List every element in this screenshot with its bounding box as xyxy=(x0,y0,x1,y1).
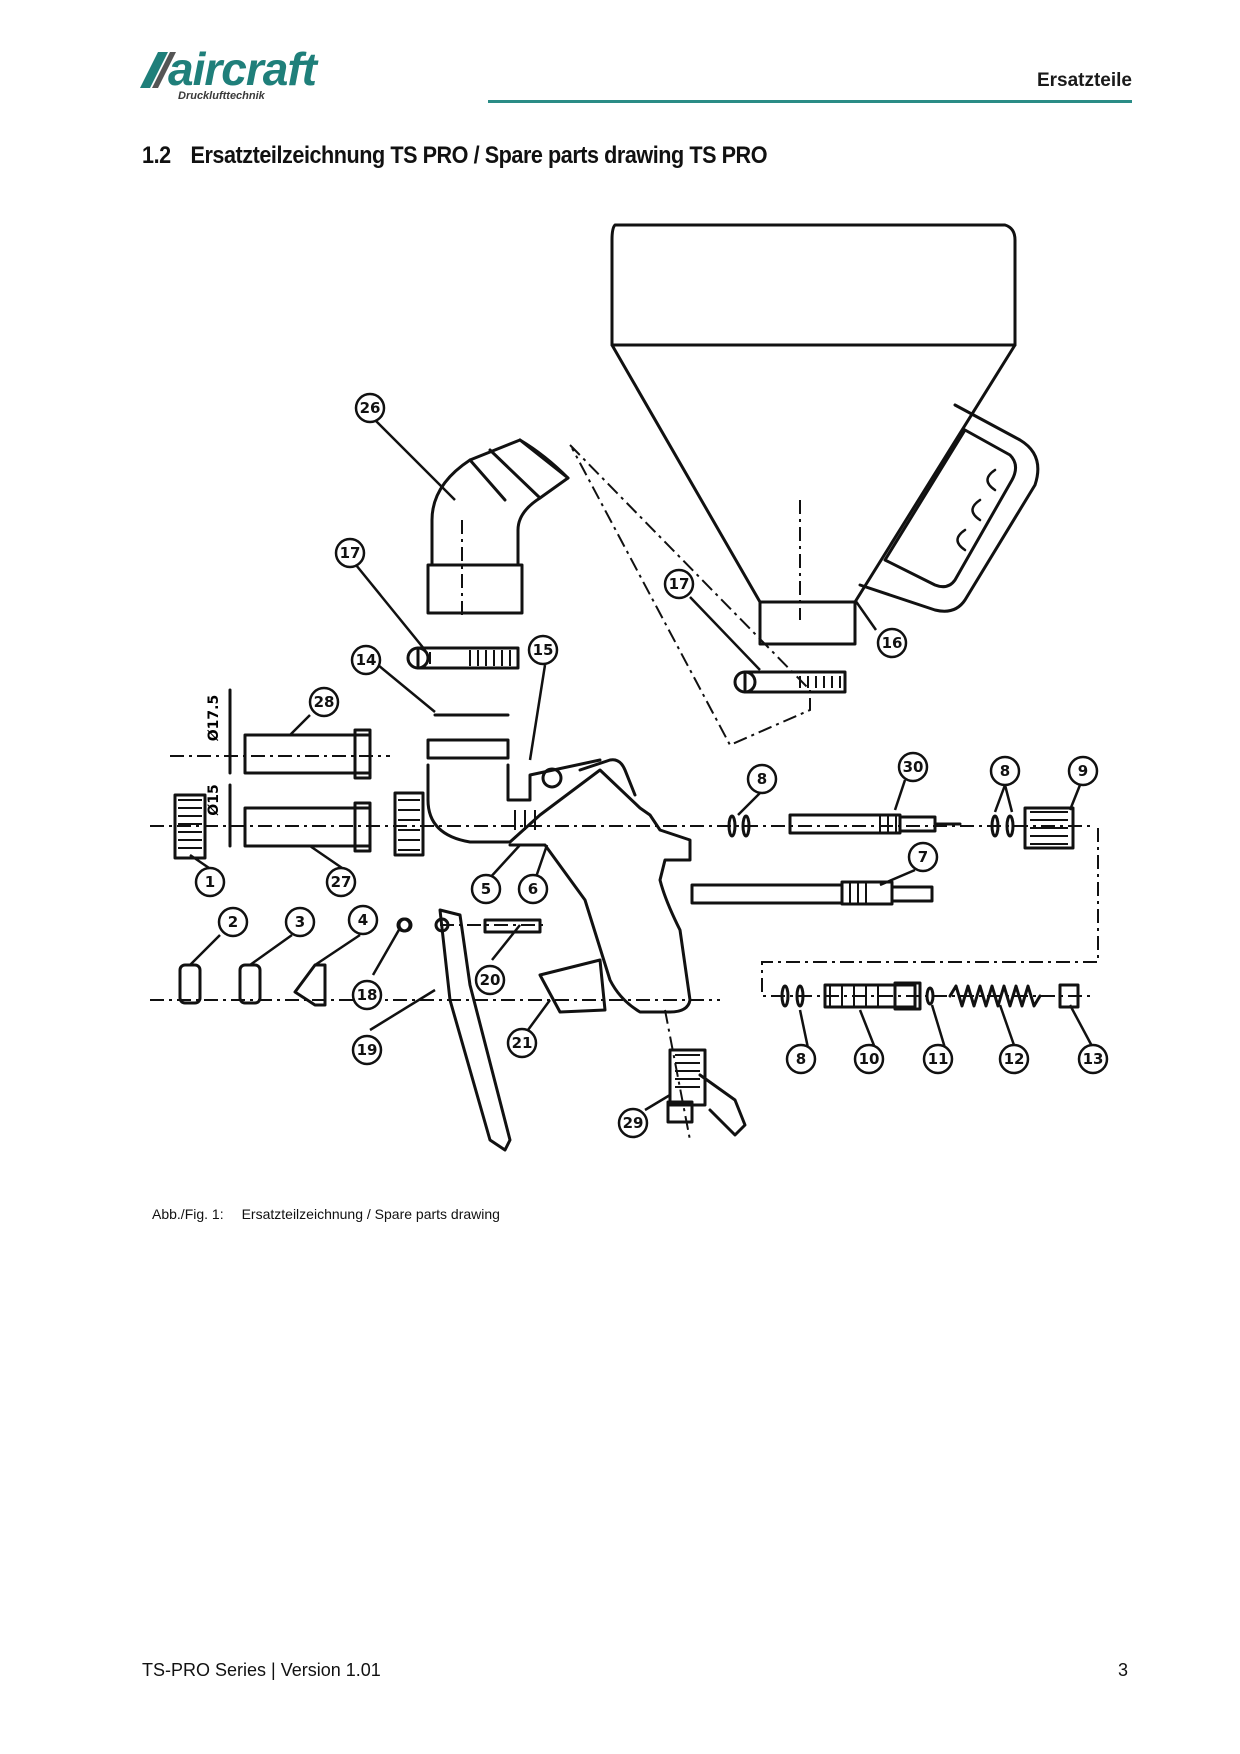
part-7-label: 7 xyxy=(918,848,928,866)
part-28-label: 28 xyxy=(314,693,335,711)
part-2-label: 2 xyxy=(228,913,238,931)
part-16-label: 16 xyxy=(882,634,903,652)
hose-clamp-17b xyxy=(743,670,847,694)
part-5-label: 5 xyxy=(481,880,491,898)
valve-29 xyxy=(668,1048,707,1107)
part-17-label: 17 xyxy=(340,544,361,562)
part-10-label: 10 xyxy=(859,1050,880,1068)
part-8c-label: 8 xyxy=(796,1050,806,1068)
logo-mark-icon xyxy=(140,52,176,88)
hopper-handle xyxy=(858,403,1040,613)
part-29-label: 29 xyxy=(623,1114,644,1132)
header-rule xyxy=(488,100,1132,103)
part-21-label: 21 xyxy=(512,1034,533,1052)
caption-label: Abb./Fig. 1: xyxy=(152,1206,224,1222)
page-heading: 1.2 Ersatzteilzeichnung TS PRO / Spare pa… xyxy=(142,142,768,170)
nozzle-insert-2 xyxy=(178,963,202,1005)
logo-wordmark: aircraft xyxy=(168,43,317,95)
logo-subtitle: Drucklufttechnik xyxy=(178,90,265,102)
needle-7 xyxy=(690,883,844,905)
needle-30 xyxy=(788,813,902,835)
figure-caption: Abb./Fig. 1: Ersatzteilzeichnung / Spare … xyxy=(152,1206,500,1222)
part-6-label: 6 xyxy=(528,880,538,898)
nozzle-insert-3 xyxy=(238,963,262,1005)
caption-text: Ersatzteilzeichnung / Spare parts drawin… xyxy=(241,1206,500,1222)
trigger-19 xyxy=(438,908,512,1152)
page-number: 3 xyxy=(1117,1660,1128,1680)
hopper xyxy=(610,223,1017,604)
dimension-15-label: Ø15 xyxy=(206,784,222,815)
part-9-label: 9 xyxy=(1078,762,1088,780)
spare-parts-drawing: 26 17 17 16 14 15 28 8 30 8 9 7 1 27 5 6… xyxy=(150,223,1109,1152)
aircraft-logo: aircraft Drucklufttechnik xyxy=(138,44,370,106)
part-3-label: 3 xyxy=(295,913,305,931)
elbow-26 xyxy=(430,438,522,567)
nozzle-28 xyxy=(243,733,372,775)
gun-body xyxy=(426,763,692,1014)
part-1-label: 1 xyxy=(205,873,215,891)
part-19-label: 19 xyxy=(357,1041,378,1059)
part-14-label: 14 xyxy=(356,651,377,669)
part-30-label: 30 xyxy=(903,758,924,776)
part-8-label: 8 xyxy=(757,770,767,788)
part-18-label: 18 xyxy=(357,986,378,1004)
footer-series: TS-PRO Series | Version 1.01 xyxy=(142,1660,381,1680)
part-20-label: 20 xyxy=(480,971,501,989)
part-15-label: 15 xyxy=(533,641,554,659)
part-27-label: 27 xyxy=(331,873,352,891)
part-4-label: 4 xyxy=(358,911,368,929)
nozzle-insert-4 xyxy=(293,963,327,1007)
dimension-175-label: Ø17.5 xyxy=(206,695,222,741)
part-8b-label: 8 xyxy=(1000,762,1010,780)
part-11-label: 11 xyxy=(928,1050,949,1068)
heading-title: Ersatzteilzeichnung TS PRO / Spare parts… xyxy=(190,142,768,169)
hose-clamp-17 xyxy=(416,646,520,670)
heading-number: 1.2 xyxy=(142,142,171,169)
gun-front-thread xyxy=(393,791,425,857)
part-26-label: 26 xyxy=(360,399,381,417)
section-label: Ersatzteile xyxy=(1036,70,1132,91)
part-12-label: 12 xyxy=(1004,1050,1025,1068)
clip-21 xyxy=(538,958,607,1014)
part-17b-label: 17 xyxy=(669,575,690,593)
part-13-label: 13 xyxy=(1083,1050,1104,1068)
hopper-outlet xyxy=(758,600,857,646)
